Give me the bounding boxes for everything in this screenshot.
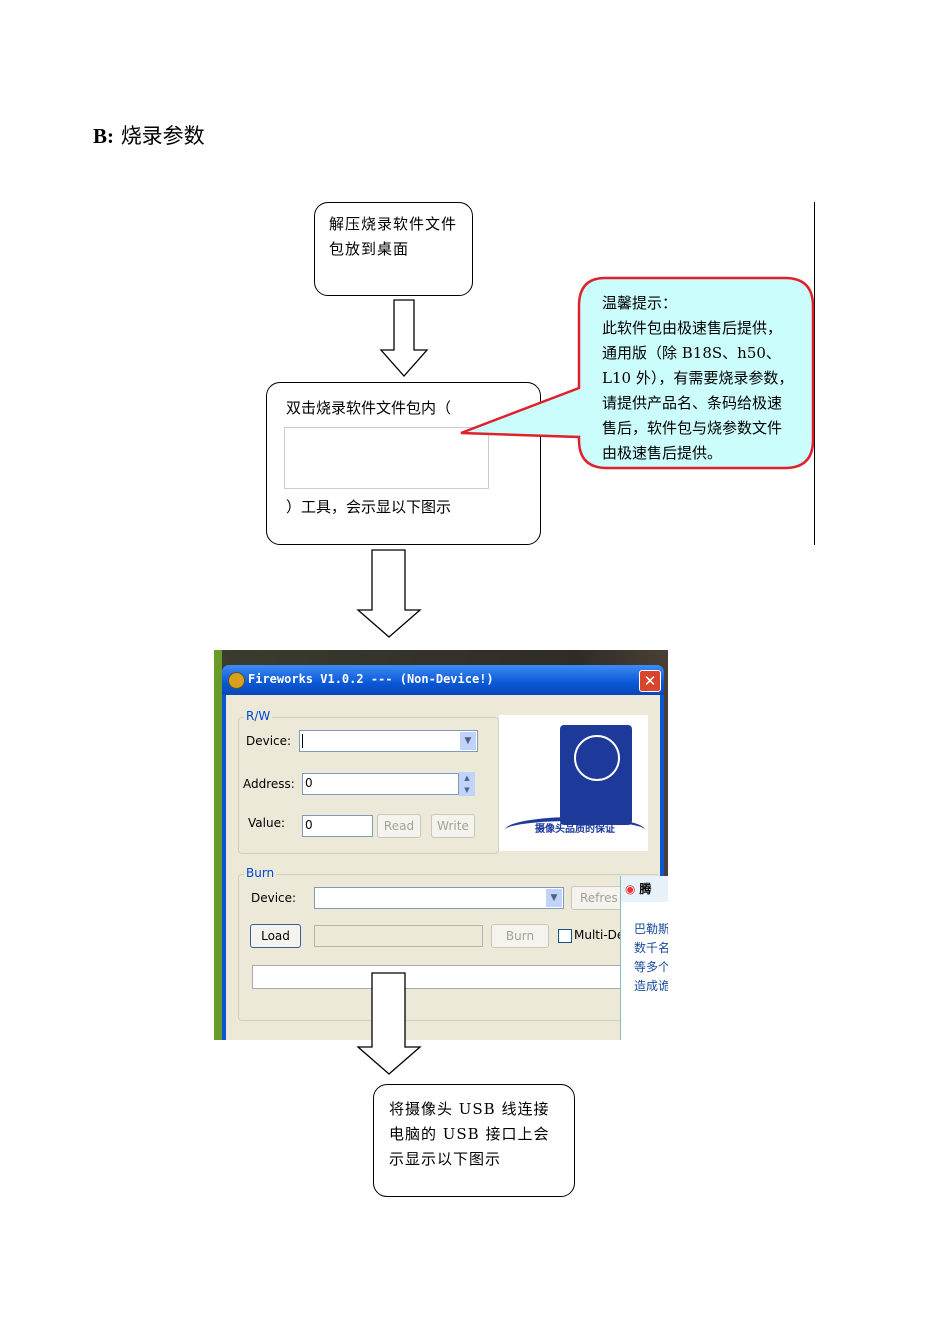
popup-line: 等多个 xyxy=(634,960,668,974)
callout-line: L10 外），有需要烧录参数， xyxy=(602,369,794,387)
multi-device-checkbox[interactable] xyxy=(558,929,572,943)
arrow-down-icon xyxy=(356,549,422,638)
popup-header: ◉ 腾 xyxy=(621,876,668,902)
logo-caption: 摄像头品质的保证 xyxy=(505,817,645,843)
window-title: Fireworks V1.0.2 --- (Non-Device!) xyxy=(248,672,494,686)
callout-line: 温馨提示： xyxy=(602,294,678,312)
image-placeholder xyxy=(284,427,489,489)
close-button[interactable]: ✕ xyxy=(639,670,661,692)
qq-logo-icon: ◉ xyxy=(625,882,636,896)
callout-line: 售后，软件包与烧参数文件 xyxy=(602,419,783,437)
chevron-down-icon[interactable]: ▼ xyxy=(546,889,562,907)
address-spinner[interactable]: ▲▼ xyxy=(459,772,475,796)
title-bar: Fireworks V1.0.2 --- (Non-Device!) ✕ xyxy=(222,665,664,695)
flow-step-2: 双击烧录软件文件包内（ ）工具，会示显以下图示 xyxy=(266,382,541,545)
popup-line: 巴勒斯 xyxy=(634,922,668,936)
window-client: R/W Device: ▼ Address: 0 ▲▼ Value: 0 Rea… xyxy=(226,695,660,1040)
step-2-text-after: ）工具，会示显以下图示 xyxy=(286,498,452,516)
arrow-down-icon xyxy=(379,299,429,377)
divider-line xyxy=(814,202,815,545)
write-button[interactable]: Write xyxy=(431,814,475,838)
app-window: Fireworks V1.0.2 --- (Non-Device!) ✕ R/W… xyxy=(222,665,664,1040)
rw-device-label: Device: xyxy=(246,734,292,748)
rw-address-input[interactable]: 0 xyxy=(302,773,459,795)
popup-line: 造成诡 xyxy=(634,979,668,993)
section-heading: B: 烧录参数 xyxy=(93,120,205,150)
rw-address-label: Address: xyxy=(243,777,295,791)
multi-device-label: Multi-De xyxy=(574,928,625,942)
step-3-text: 将摄像头 USB 线连接电脑的 USB 接口上会示显示以下图示 xyxy=(389,1100,550,1168)
progress-bar xyxy=(252,965,652,989)
chevron-down-icon[interactable]: ▼ xyxy=(460,732,476,750)
callout-bubble xyxy=(460,276,815,470)
burn-device-select[interactable]: ▼ xyxy=(314,887,564,909)
load-button[interactable]: Load xyxy=(250,924,301,948)
popup-body[interactable]: 巴勒斯 数千名 等多个 造成诡 xyxy=(621,902,668,996)
popup-line: 数千名 xyxy=(634,941,668,955)
burn-device-label: Device: xyxy=(251,891,297,905)
rw-device-select[interactable]: ▼ xyxy=(299,730,478,752)
burn-group-label: Burn xyxy=(244,866,277,880)
read-button[interactable]: Read xyxy=(377,814,421,838)
callout-text: 温馨提示： 此软件包由极速售后提供， 通用版（除 B18S、h50、 L10 外… xyxy=(602,291,802,466)
callout-line: 由极速售后提供。 xyxy=(602,444,723,462)
app-icon xyxy=(228,672,245,689)
callout-line: 请提供产品名、条码给极速 xyxy=(602,394,783,412)
rw-group-label: R/W xyxy=(244,709,273,723)
callout-line: 此软件包由极速售后提供， xyxy=(602,319,783,337)
heading-prefix: B: xyxy=(93,124,114,148)
rw-value-label: Value: xyxy=(248,816,285,830)
burn-button[interactable]: Burn xyxy=(491,924,549,948)
app-screenshot: Fireworks V1.0.2 --- (Non-Device!) ✕ R/W… xyxy=(214,650,668,1040)
popup-title: 腾 xyxy=(639,882,652,896)
flow-step-1: 解压烧录软件文件包放到桌面 xyxy=(314,202,473,296)
badge-circle xyxy=(574,735,620,781)
quality-logo: 摄像头品质的保证 xyxy=(499,715,648,851)
callout-line: 通用版（除 B18S、h50、 xyxy=(602,344,781,362)
news-popup: ◉ 腾 巴勒斯 数千名 等多个 造成诡 xyxy=(620,876,668,1040)
rw-value-input[interactable]: 0 xyxy=(302,815,373,837)
heading-title: 烧录参数 xyxy=(120,124,205,148)
certificate-badge xyxy=(560,725,632,825)
rw-group xyxy=(238,717,499,854)
step-1-text: 解压烧录软件文件包放到桌面 xyxy=(329,215,458,258)
flow-step-3: 将摄像头 USB 线连接电脑的 USB 接口上会示显示以下图示 xyxy=(373,1084,575,1197)
arrow-down-icon xyxy=(356,972,422,1075)
step-2-text-before: 双击烧录软件文件包内（ xyxy=(286,399,452,417)
burn-file-field[interactable] xyxy=(314,925,483,947)
